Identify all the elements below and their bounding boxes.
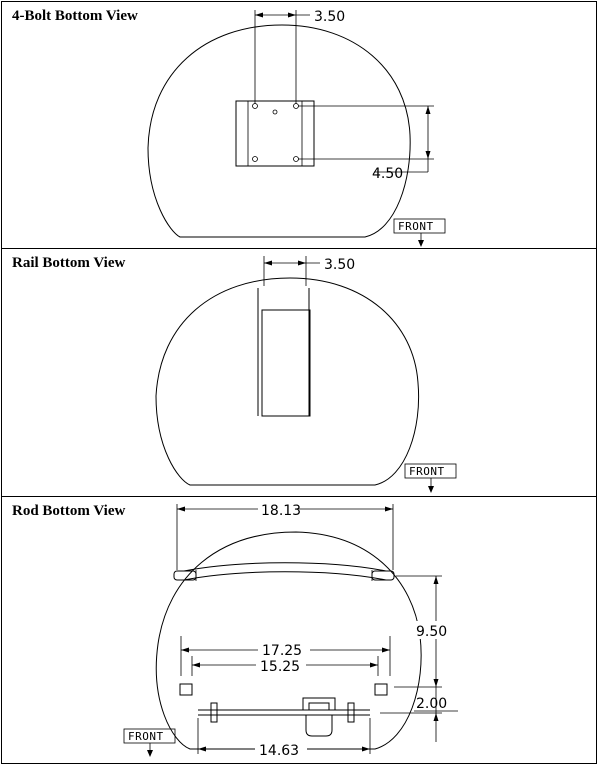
rod-height-dim: 9.50 (416, 624, 447, 640)
rod-drawing: 18.13 9.50 2.00 17.25 15.25 (123, 500, 458, 759)
rod-offset-dim: 2.00 (416, 696, 447, 712)
arrowhead (433, 679, 439, 687)
rod-bottom-dim: 14.63 (259, 743, 299, 759)
arrowhead (382, 647, 390, 653)
arrowhead (147, 750, 153, 757)
bolt-hole (293, 103, 299, 109)
four-bolt-front-label: FRONT (398, 220, 434, 233)
rod-inner-dim: 15.25 (260, 659, 300, 675)
arrowhead (433, 713, 439, 721)
arrowhead (425, 151, 431, 159)
center-hole (272, 109, 278, 115)
four-bolt-height-dim: 4.50 (372, 166, 403, 182)
front-label-box (393, 218, 446, 234)
arrowhead (418, 240, 424, 247)
rod-front-label: FRONT (128, 730, 164, 743)
rail-title: Rail Bottom View (12, 255, 126, 271)
backrest-rod-top (183, 562, 387, 572)
seat-outline (147, 24, 411, 238)
dim-text-mask (256, 657, 306, 673)
dim-text-mask (255, 740, 307, 756)
rail-drawing: 3.50 FRONT (155, 256, 457, 493)
u-bracket (302, 697, 336, 710)
seat-outline (155, 531, 422, 750)
mount-pad-left (179, 683, 193, 696)
rail-width-dim: 3.50 (324, 257, 355, 273)
rod-overall-dim: 18.13 (261, 503, 301, 519)
rail-channel (261, 309, 311, 417)
four-bolt-title: 4-Bolt Bottom View (12, 8, 138, 24)
arrowhead (177, 506, 185, 512)
rail-front-label: FRONT (409, 465, 445, 478)
arrowhead (362, 746, 370, 752)
arrowhead (264, 260, 272, 266)
dim-text-mask (258, 500, 298, 516)
arrowhead (255, 12, 263, 18)
bolt-hole (293, 156, 299, 162)
arrowhead (385, 506, 393, 512)
seat-outline (155, 277, 420, 486)
rod-end-right (371, 570, 395, 581)
dim-text-mask (414, 621, 458, 639)
mount-pad-right (374, 683, 388, 696)
arrowhead (425, 106, 431, 114)
lower-rod-clamp-right (347, 702, 355, 723)
arrowhead (198, 746, 206, 752)
dim-text-mask (258, 640, 310, 657)
rail-panel: Rail Bottom View (1, 248, 597, 497)
front-label-box (404, 463, 457, 479)
backrest-rod-bottom (183, 571, 387, 581)
arrowhead (433, 576, 439, 584)
four-bolt-panel: 4-Bolt Bottom View (1, 1, 597, 249)
arrowhead (370, 662, 378, 668)
rod-panel: Rod Bottom View (1, 496, 597, 764)
arrowhead (298, 260, 306, 266)
four-bolt-width-dim: 3.50 (314, 9, 345, 25)
bolt-hole (252, 103, 258, 109)
rod-title: Rod Bottom View (12, 503, 126, 519)
u-bolt (305, 715, 333, 737)
arrowhead (428, 486, 434, 493)
front-label-box (123, 728, 176, 744)
bolt-hole (252, 156, 258, 162)
lower-rod-clamp-left (210, 702, 218, 723)
arrowhead (192, 662, 200, 668)
four-bolt-drawing: 3.50 4.50 FRONT (147, 9, 446, 247)
rod-outer-dim: 17.25 (262, 643, 302, 659)
arrowhead (181, 647, 189, 653)
u-bracket-inner (308, 702, 330, 710)
arrowhead (288, 12, 296, 18)
mounting-plate (235, 100, 315, 167)
